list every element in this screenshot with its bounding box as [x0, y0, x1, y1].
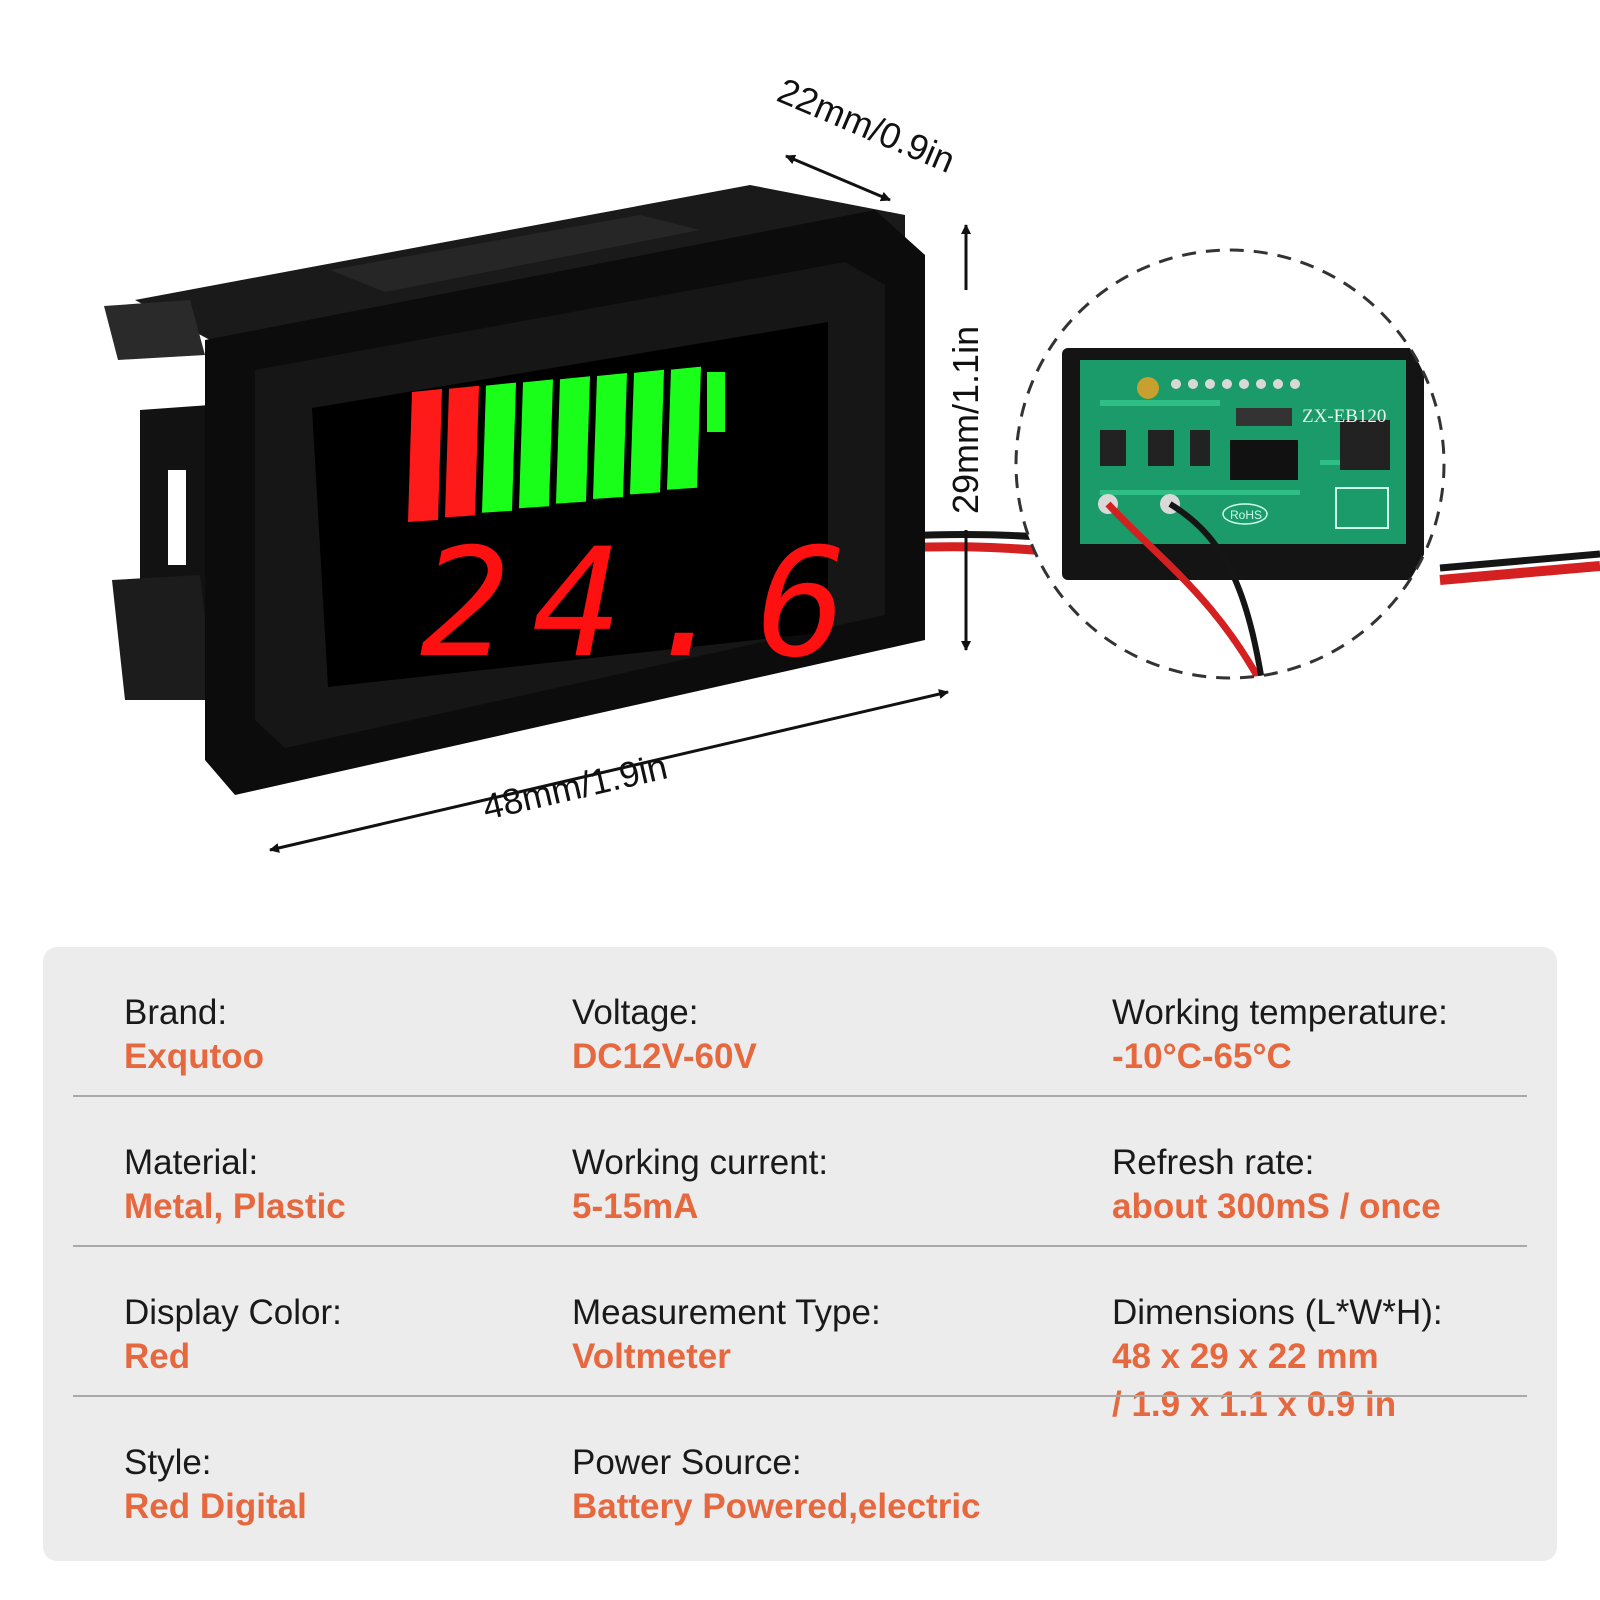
length-label-bg	[462, 756, 712, 852]
pcb-pin	[1239, 379, 1249, 389]
clip-slot	[168, 470, 186, 565]
pcb-model: ZX-EB120	[1302, 406, 1386, 427]
spec-value: 48 x 29 x 22 mm	[1112, 1337, 1379, 1376]
pcb-regulator	[1340, 420, 1390, 470]
spec-value-line2: / 1.9 x 1.1 x 0.9 in	[1112, 1385, 1397, 1424]
pcb-pin	[1205, 379, 1215, 389]
spec-dimensions: Dimensions (L*W*H): 48 x 29 x 22 mm / 1.…	[1112, 1293, 1443, 1429]
pcb-wire-red	[1105, 501, 1274, 678]
battery-segment	[630, 369, 664, 495]
spec-value: Voltmeter	[572, 1337, 731, 1376]
spec-value: -10°C-65°C	[1112, 1037, 1292, 1076]
spec-label: Dimensions (L*W*H):	[1112, 1293, 1443, 1332]
height-label: 29mm/1.1in	[945, 326, 986, 514]
wire-red-far	[1439, 561, 1600, 585]
pcb-trace-2	[1100, 490, 1300, 495]
depth-arrow	[785, 154, 891, 202]
spec-value: Battery Powered,electric	[572, 1487, 981, 1526]
spec-label: Material:	[124, 1143, 259, 1182]
pcb-component-1	[1100, 430, 1126, 466]
row-divider	[73, 1395, 1527, 1397]
spec-value: Metal, Plastic	[124, 1187, 346, 1226]
pcb-pin	[1188, 379, 1198, 389]
pcb-pin	[1171, 379, 1181, 389]
spec-value: about 300mS / once	[1112, 1187, 1441, 1226]
spec-measurement-type: Measurement Type: Voltmeter	[572, 1293, 881, 1381]
spec-row-4: Style: Red Digital Power Source: Battery…	[43, 1397, 1557, 1547]
battery-tip	[707, 372, 725, 432]
battery-bar	[408, 366, 701, 522]
spec-label: Voltage:	[572, 993, 699, 1032]
housing-top-ridge	[330, 215, 700, 292]
spec-working-temperature: Working temperature: -10°C-65°C	[1112, 993, 1448, 1081]
height-label-bg	[944, 290, 984, 530]
pcb-rohs-text: RoHS	[1230, 508, 1262, 522]
spec-panel: Brand: Exqutoo Voltage: DC12V-60V Workin…	[43, 947, 1557, 1561]
pcb-component-4	[1236, 408, 1292, 426]
pcb-button	[1335, 487, 1389, 529]
spec-refresh-rate: Refresh rate: about 300mS / once	[1112, 1143, 1441, 1231]
meter-housing: 24.6	[104, 185, 925, 795]
spec-label: Brand:	[124, 993, 228, 1032]
pcb-header-pins	[1171, 379, 1300, 389]
spec-value: Red	[124, 1337, 191, 1376]
battery-segment	[556, 376, 590, 504]
pcb-pin	[1290, 379, 1300, 389]
spec-row-1: Brand: Exqutoo Voltage: DC12V-60V Workin…	[43, 947, 1557, 1097]
clip-top-left	[104, 300, 205, 360]
battery-segment	[445, 385, 479, 518]
pcb-chip	[1230, 440, 1298, 480]
pcb-component-2	[1148, 430, 1174, 466]
spec-label: Working current:	[572, 1143, 829, 1182]
pcb-pin	[1273, 379, 1283, 389]
detail-circle-border	[1014, 248, 1446, 680]
pcb-trace-1	[1100, 400, 1220, 406]
pcb-rohs-mark	[1222, 503, 1268, 525]
spec-label: Power Source:	[572, 1443, 802, 1482]
spec-power-source: Power Source: Battery Powered,electric	[572, 1443, 981, 1531]
row-divider	[73, 1245, 1527, 1247]
spec-display-color: Display Color: Red	[124, 1293, 342, 1381]
spec-working-current: Working current: 5-15mA	[572, 1143, 828, 1231]
pcb-detail-circle: ZX-EB120 RoHS	[1014, 248, 1446, 680]
clip-bottom-left	[112, 575, 215, 700]
spec-label: Refresh rate:	[1112, 1143, 1315, 1182]
row-divider	[73, 1095, 1527, 1097]
pcb-pin	[1256, 379, 1266, 389]
pcb-wire-black	[1168, 501, 1268, 678]
wire-black-far	[1439, 550, 1600, 572]
pcb-pin	[1222, 379, 1232, 389]
spec-row-2: Material: Metal, Plastic Working current…	[43, 1097, 1557, 1247]
pcb-potentiometer	[1137, 377, 1159, 399]
spec-label: Style:	[124, 1443, 212, 1482]
meter-reading: 24.6	[420, 517, 869, 691]
spec-label: Working temperature:	[1112, 993, 1448, 1032]
battery-segment	[667, 366, 701, 490]
spec-row-3: Display Color: Red Measurement Type: Vol…	[43, 1247, 1557, 1424]
spec-label: Measurement Type:	[572, 1293, 881, 1332]
battery-segment	[593, 373, 627, 499]
spec-value: Red Digital	[124, 1487, 307, 1526]
product-illustration: 24.6 22mm/0.9in 29mm/1.1in 48mm/1.9in ZX…	[104, 70, 1600, 853]
spec-brand: Brand: Exqutoo	[124, 993, 264, 1081]
spec-material: Material: Metal, Plastic	[124, 1143, 346, 1231]
depth-label: 22mm/0.9in	[772, 70, 961, 181]
spec-value: DC12V-60V	[572, 1037, 757, 1076]
length-arrow	[269, 689, 949, 853]
spec-label: Display Color:	[124, 1293, 342, 1332]
pcb-component-3	[1190, 430, 1210, 466]
battery-segment	[408, 389, 442, 522]
battery-segment	[519, 379, 553, 509]
spec-voltage: Voltage: DC12V-60V	[572, 993, 757, 1081]
spec-style: Style: Red Digital	[124, 1443, 307, 1531]
spec-value: 5-15mA	[572, 1187, 699, 1226]
spec-value: Exqutoo	[124, 1037, 264, 1076]
battery-segment	[482, 382, 516, 513]
